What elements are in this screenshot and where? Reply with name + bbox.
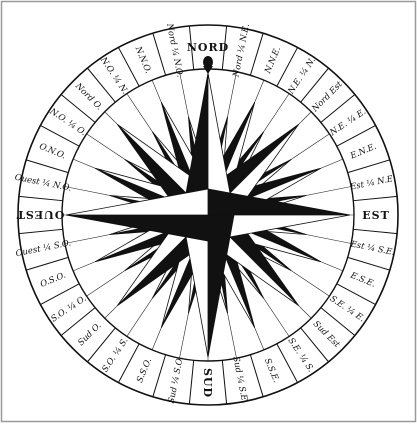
label-west: OUEST [16,208,65,221]
label-east: EST [362,209,390,222]
label-south: SUD [201,368,214,398]
label-north: NORD [187,41,229,54]
